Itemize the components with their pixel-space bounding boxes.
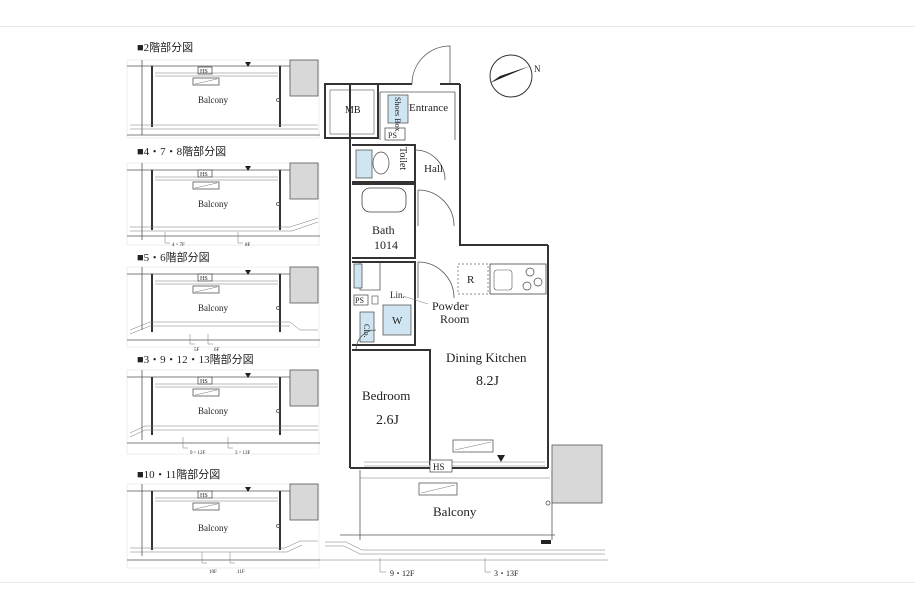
variant-title: ■10・11階部分図 — [137, 467, 220, 481]
washer-label: W — [392, 315, 403, 327]
floor-mark: 8F — [245, 243, 251, 248]
floor-variants: ■2階部分図 HS Balcony ■4・7・8階部分図 — [126, 40, 320, 575]
main-floor-plan: N MB Shoes Box Entrance PS Toilet Hall B… — [320, 45, 608, 578]
variant-title: ■5・6階部分図 — [137, 250, 210, 264]
bath-size-label: 1014 — [374, 238, 398, 252]
top-divider — [0, 26, 915, 27]
compass-icon: N — [489, 54, 541, 98]
variant-title: ■3・9・12・13階部分図 — [137, 352, 254, 366]
floor-mark: 5F — [194, 348, 200, 353]
balcony-main-label: Balcony — [433, 504, 477, 519]
north-label: N — [534, 64, 541, 74]
floor-variant-5-6f: ■5・6階部分図 HS Balcony 5F 6F — [126, 250, 320, 353]
balcony-label: Balcony — [198, 199, 228, 209]
floor-mark: 9・12F — [190, 451, 206, 456]
dining-kitchen-size: 8.2J — [476, 374, 500, 389]
mb-label: MB — [345, 105, 361, 116]
hs-label: HS — [200, 69, 208, 75]
balcony-label: Balcony — [198, 523, 228, 533]
closet-label: Clo. — [362, 324, 371, 338]
bath-label: Bath — [372, 223, 395, 237]
floor-mark: 3・13F — [235, 451, 251, 456]
balcony-label: Balcony — [198, 303, 228, 313]
balcony-label: Balcony — [198, 406, 228, 416]
toilet-label: Toilet — [397, 147, 408, 170]
floor-mark-left: 9・12F — [390, 569, 415, 578]
floor-mark: 11F — [237, 570, 245, 575]
bedroom-label: Bedroom — [362, 388, 410, 403]
refrigerator-label: R — [467, 274, 475, 286]
ps-label: PS — [388, 131, 397, 140]
hall-label: Hall — [424, 163, 443, 175]
variant-title: ■4・7・8階部分図 — [137, 144, 226, 158]
hs-label: HS — [200, 379, 208, 385]
linen-label: Lin. — [390, 290, 405, 300]
bottom-divider — [0, 582, 915, 583]
floor-mark: 4・7F — [172, 243, 185, 248]
floor-variant-2f: ■2階部分図 HS Balcony — [126, 40, 320, 139]
hs-label: HS — [200, 276, 208, 282]
floor-variant-4-7-8f: ■4・7・8階部分図 HS Balcony 4・7F 8F — [126, 144, 320, 248]
dining-kitchen-label: Dining Kitchen — [446, 350, 527, 365]
floor-variant-3-9-12-13f: ■3・9・12・13階部分図 HS Balcony 9・12F 3・13F — [126, 352, 320, 456]
bedroom-size: 2.6J — [376, 413, 400, 428]
entrance-label: Entrance — [409, 102, 448, 114]
balcony-label: Balcony — [198, 95, 228, 105]
ps-mid-label: PS — [355, 296, 364, 305]
floor-mark-right: 3・13F — [494, 569, 519, 578]
shoes-box — [387, 94, 409, 124]
variant-title: ■2階部分図 — [137, 40, 193, 54]
powder-room-label-1: Powder — [432, 299, 469, 313]
powder-room-label-2: Room — [440, 312, 470, 326]
washer-area — [382, 304, 412, 336]
shoes-box-label: Shoes Box — [393, 97, 402, 131]
hs-main-label: HS — [433, 462, 445, 472]
floor-variant-10-11f: ■10・11階部分図 HS Balcony 10F 11F — [126, 467, 320, 575]
hs-label: HS — [200, 172, 208, 178]
floor-mark: 6F — [214, 348, 220, 353]
floor-mark: 10F — [209, 570, 217, 575]
hs-label: HS — [200, 493, 208, 499]
